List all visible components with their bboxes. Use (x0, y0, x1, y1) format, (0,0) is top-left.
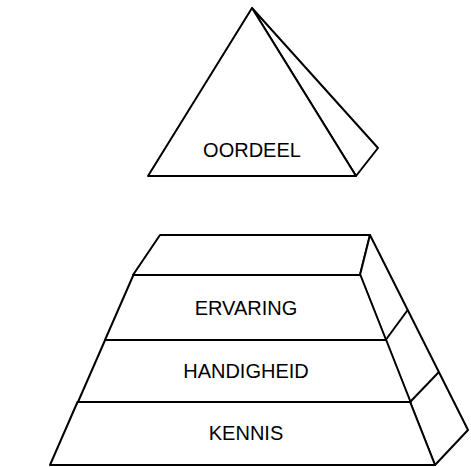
band-label: HANDIGHEID (183, 360, 309, 382)
shape-outline (105, 275, 386, 340)
shape-outline (50, 402, 435, 465)
band-label: ERVARING (195, 297, 298, 319)
pyramid-band: KENNIS (50, 402, 435, 465)
band-label: KENNIS (209, 422, 283, 444)
pyramid-band: ERVARING (105, 275, 386, 340)
band-label: OORDEEL (203, 139, 301, 161)
top-face (133, 235, 370, 275)
shape-outline (148, 8, 356, 176)
side-divider (386, 310, 408, 340)
capstone: OORDEEL (148, 8, 356, 176)
pyramid-band: HANDIGHEID (78, 340, 411, 402)
shape-outline (78, 340, 411, 402)
side-divider (410, 372, 439, 402)
